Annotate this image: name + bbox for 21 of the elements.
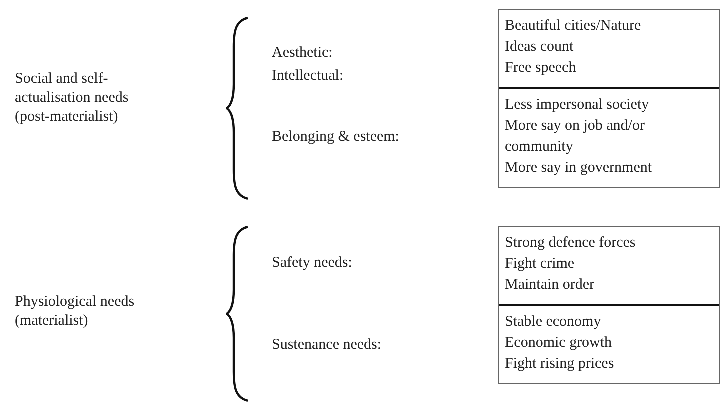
list-item: Beautiful cities/Nature (505, 17, 642, 36)
list-item: Ideas count (505, 38, 575, 57)
list-item: Stable economy (505, 313, 602, 332)
list-item: Maintain order (505, 276, 596, 295)
list-item: More say in government (505, 159, 654, 178)
list-item: Strong defence forces (505, 234, 637, 253)
list-item: Less impersonal society (505, 96, 650, 115)
list-item: Economic growth (505, 334, 614, 353)
list-item: Free speech (505, 59, 578, 78)
need-label: Belonging & esteem: (272, 128, 400, 147)
list-item: More say on job and/or community (505, 117, 646, 157)
need-label: Intellectual: (272, 67, 345, 86)
need-label: Sustenance needs: (272, 336, 383, 355)
category-label: Social and self-actualisation needs (post-materialist) (15, 70, 130, 127)
category-label: Physiological needs (materialist) (15, 293, 136, 331)
list-item: Fight crime (505, 255, 576, 274)
list-box (498, 9, 720, 188)
need-label: Safety needs: (272, 254, 354, 273)
need-label: Aesthetic: (272, 44, 334, 63)
list-box (498, 226, 720, 384)
list-item: Fight rising prices (505, 355, 616, 374)
